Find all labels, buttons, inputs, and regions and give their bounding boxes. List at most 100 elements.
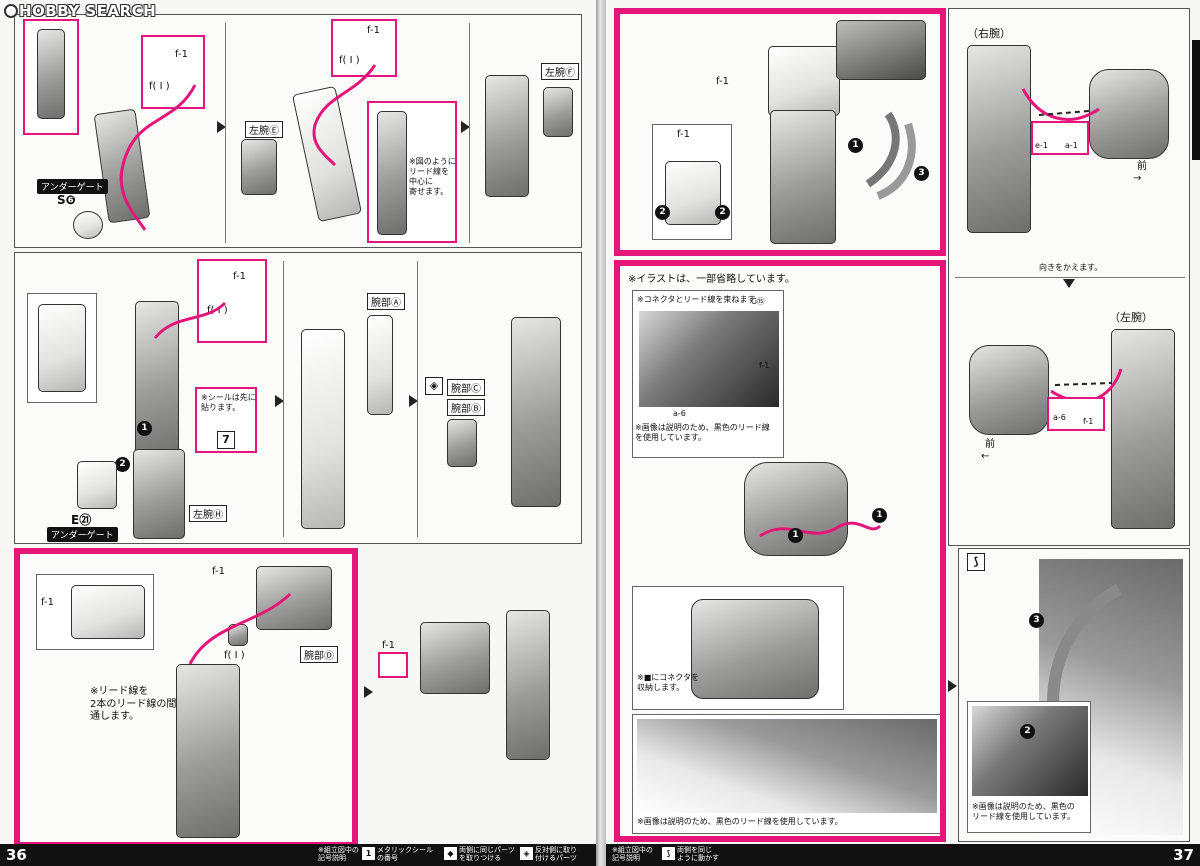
arm-row3-result-illustration bbox=[506, 610, 550, 760]
step-marker-1d: 1 bbox=[872, 508, 887, 523]
omit-note: ※イラストは、一部省略しています。 bbox=[628, 274, 795, 285]
right-page: f-1 f-1 2 2 1 3 （右腕） bbox=[606, 0, 1200, 866]
page-number-left: 36 bbox=[6, 846, 27, 864]
wire-tag-f1-4: f-1 bbox=[41, 597, 54, 608]
arm-panel-a-illustration bbox=[367, 315, 393, 415]
small-part-s6-illustration bbox=[73, 211, 103, 239]
right-bottom-right-panel: ⟆ 3 2 ※画像は説明のため、黒色の リード線を使用しています。 bbox=[958, 548, 1190, 842]
torso-lead-wires bbox=[759, 521, 882, 538]
lead-wire-row2 bbox=[153, 301, 227, 339]
step-marker-1: 1 bbox=[137, 421, 152, 436]
step-marker-3-large: 3 bbox=[1029, 613, 1044, 628]
legend-item-both-sides: ◆両側に同じパーツ を取りつける bbox=[444, 846, 515, 862]
wire-inset-photo bbox=[972, 706, 1088, 796]
arm-assembly-b-illustration bbox=[511, 317, 561, 507]
step-marker-1c: 1 bbox=[788, 528, 803, 543]
divider-r1-1 bbox=[225, 23, 226, 243]
shoulder-row3-result-illustration bbox=[420, 622, 490, 694]
right-arm-label: （右腕） bbox=[967, 27, 1011, 40]
front-arrow-left: ← bbox=[981, 451, 990, 462]
tag-f1-photo: f-1 bbox=[759, 361, 770, 370]
step-marker-2-inset: 2 bbox=[1020, 724, 1035, 739]
wire-photo-inset: 2 ※画像は説明のため、黒色の リード線を使用しています。 bbox=[967, 701, 1091, 833]
wire-routing-frame: ※図のように リード線を 中心に 寄せます。 bbox=[367, 101, 457, 243]
undergate-tag-2: アンダーゲート bbox=[47, 527, 118, 542]
connector-detail-frame: f-1 f( I ) bbox=[141, 35, 205, 109]
move-both-icon: ⟆ bbox=[967, 553, 985, 571]
front-arrow-right: → bbox=[1133, 173, 1142, 184]
divider-r1-2 bbox=[469, 23, 470, 243]
legend-text-both-sides: 両側に同じパーツ を取りつける bbox=[459, 846, 515, 862]
left-torso-illustration bbox=[969, 345, 1049, 435]
arm-plate-b-illustration bbox=[447, 419, 477, 467]
forearm-lower-illustration bbox=[133, 449, 185, 539]
right-footer: ※組立図中の 記号説明 ⟆両側を同じ ように動かす 37 bbox=[606, 844, 1200, 866]
wire-routing-illustration bbox=[377, 111, 407, 235]
inset-photo-note: ※画像は説明のため、黒色の リード線を使用しています。 bbox=[972, 802, 1075, 821]
legend-item-opposite-side: ◈反対側に取り 付けるパーツ bbox=[520, 846, 577, 862]
legend-title-left: ※組立図中の 記号説明 bbox=[318, 846, 359, 862]
lead-wire-row3 bbox=[188, 592, 292, 665]
shoulder-joint-illustration bbox=[836, 20, 926, 80]
right-arm-illustration bbox=[967, 45, 1031, 233]
right-torso-illustration bbox=[1089, 69, 1169, 159]
shoulder-block-illustration bbox=[256, 566, 332, 630]
forearm-detail-frame bbox=[27, 293, 97, 403]
turn-divider bbox=[955, 277, 1185, 278]
both-sides-icon: ◆ bbox=[444, 847, 457, 860]
step-marker-3-rotate: 3 bbox=[914, 166, 929, 181]
turn-arrow-icon bbox=[1063, 279, 1075, 288]
internal-photo-frame: ※画像は説明のため、黒色のリード線を使用しています。 bbox=[632, 714, 940, 834]
turn-note: 向きをかえます。 bbox=[1039, 263, 1103, 272]
right-top-left-panel: f-1 f-1 2 2 1 3 bbox=[614, 8, 946, 256]
tag-e1: e-1 bbox=[1035, 141, 1048, 150]
connector-tag: f( I ) bbox=[149, 81, 170, 92]
shoulder-armor-illustration bbox=[768, 46, 840, 116]
legend-text-move-both: 両側を同じ ように動かす bbox=[677, 846, 719, 862]
tag-a6: a-6 bbox=[1053, 413, 1066, 422]
left-row1-panel: f-1 f( I ) アンダーゲート S❻ 左腕Ⓔ f-1 f( I ) bbox=[14, 14, 582, 248]
bundle-photo-frame: ※コネクタとリード線を束ねます。 C⑮ f-1 a-6 ※画像は説明のため、黒色… bbox=[632, 290, 784, 458]
inset-wire-tag: f-1 bbox=[677, 129, 690, 140]
part-code-e21: E㉑ bbox=[71, 513, 92, 527]
arm-label-e: 左腕Ⓔ bbox=[245, 121, 283, 138]
arm-label-d: 腕部Ⓓ bbox=[300, 646, 338, 663]
connector-tag-frame-left: a-6 f-1 bbox=[1047, 397, 1105, 431]
sticker-note-frame: ※シールは先に 貼ります。 7 bbox=[195, 387, 257, 453]
hobby-search-logo: HOBBY SEARCH bbox=[4, 2, 156, 20]
rotation-arrows bbox=[865, 111, 916, 200]
wire-tag-f1: f-1 bbox=[175, 49, 188, 60]
metallic-sticker-icon: 1 bbox=[362, 847, 375, 860]
tag-a6-photo: a-6 bbox=[673, 409, 686, 418]
left-row3-panel: f-1 f-1 f( I ) 腕部Ⓓ ※リード線を 2本のリード線の間に 通しま… bbox=[14, 548, 358, 848]
connector-tag-frame-right: e-1 a-1 bbox=[1031, 121, 1089, 155]
sticker-note: ※シールは先に 貼ります。 bbox=[201, 393, 256, 412]
next-step-arrow-4 bbox=[409, 395, 418, 407]
right-top-right-panel: （右腕） e-1 a-1 前 → 向きをかえます。 （左腕） bbox=[948, 8, 1190, 546]
connector-note: ※■にコネクタを 収納します。 bbox=[637, 673, 699, 692]
undergate-tag: アンダーゲート bbox=[37, 179, 108, 194]
arm-cover-e-illustration bbox=[241, 139, 277, 195]
shoulder-part-illustration bbox=[37, 29, 65, 119]
tag-c15: C⑮ bbox=[751, 297, 765, 306]
connector-storage-frame: ※■にコネクタを 収納します。 bbox=[632, 586, 844, 710]
legend-title-right: ※組立図中の 記号説明 bbox=[612, 846, 653, 862]
opposite-side-icon: ◈ bbox=[425, 377, 443, 395]
left-arm-label: （左腕） bbox=[1109, 311, 1153, 324]
forearm-detail-illustration bbox=[38, 304, 86, 392]
wire-routing-note: ※図のように リード線を 中心に 寄せます。 bbox=[409, 157, 456, 196]
arm-assembly-top-illustration bbox=[770, 110, 836, 244]
next-step-arrow-2 bbox=[461, 121, 470, 133]
step-marker-2b: 2 bbox=[715, 205, 730, 220]
right-lead-wire bbox=[1021, 88, 1100, 121]
tag-f1: f-1 bbox=[1083, 417, 1094, 426]
arm-label-a: 腕部Ⓐ bbox=[367, 293, 405, 310]
arm-label-b: 腕部Ⓑ bbox=[447, 399, 485, 416]
page-edge-band bbox=[1192, 40, 1200, 160]
next-step-arrow-3 bbox=[275, 395, 284, 407]
next-step-arrow-1 bbox=[217, 121, 226, 133]
arm-block-row3-illustration bbox=[176, 664, 240, 838]
arm-label-h: 左腕Ⓗ bbox=[189, 505, 227, 522]
front-label-left: 前 bbox=[985, 439, 995, 450]
